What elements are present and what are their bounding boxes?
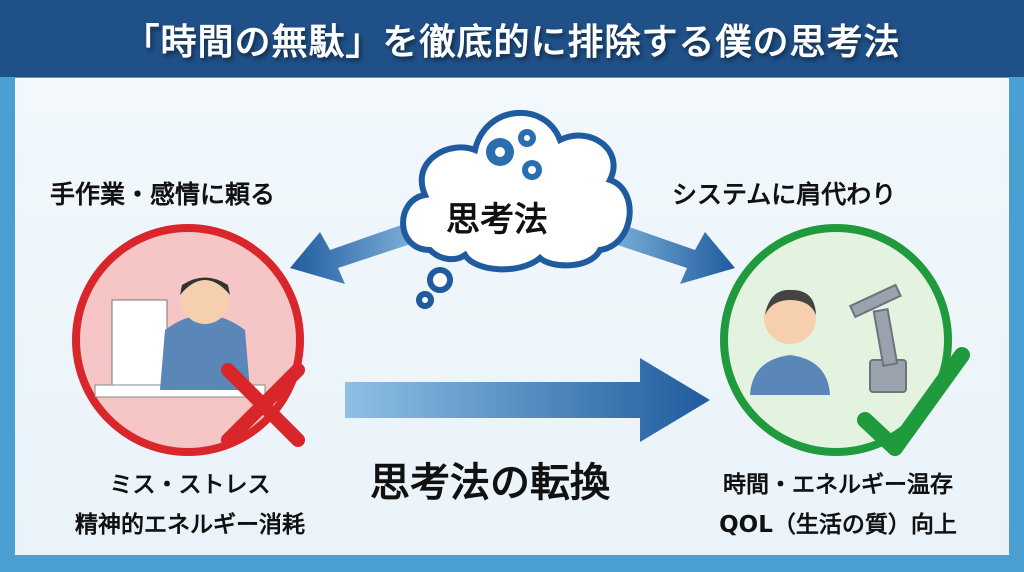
page-title: 「時間の無駄」を徹底的に排除する僕の思考法 (123, 21, 901, 63)
right-caption-line2: QOL（生活の質）向上 (719, 512, 957, 538)
arrow-transition (345, 358, 710, 442)
thought-cloud (400, 109, 633, 309)
left-caption: ミス・ストレス 精神的エネルギー消耗 (40, 465, 340, 545)
transition-label: 思考法の転換 (370, 460, 610, 506)
arrow-left (290, 215, 438, 284)
cloud-label: 思考法 (446, 200, 548, 240)
left-caption-line2: 精神的エネルギー消耗 (75, 512, 305, 538)
right-caption: 時間・エネルギー温存 QOL（生活の質）向上 (688, 465, 988, 545)
gears-icon (486, 129, 542, 180)
checkmark-icon (857, 347, 970, 456)
left-caption-line1: ミス・ストレス (109, 472, 271, 498)
right-heading: システムに肩代わり (672, 180, 897, 209)
left-heading: 手作業・感情に頼る (50, 180, 276, 209)
title-bar: 「時間の無駄」を徹底的に排除する僕の思考法 (0, 0, 1024, 77)
person-robot-illustration (720, 224, 952, 456)
right-caption-line1: 時間・エネルギー温存 (723, 472, 953, 498)
cross-icon (221, 363, 305, 447)
stressed-person-illustration (72, 224, 304, 456)
